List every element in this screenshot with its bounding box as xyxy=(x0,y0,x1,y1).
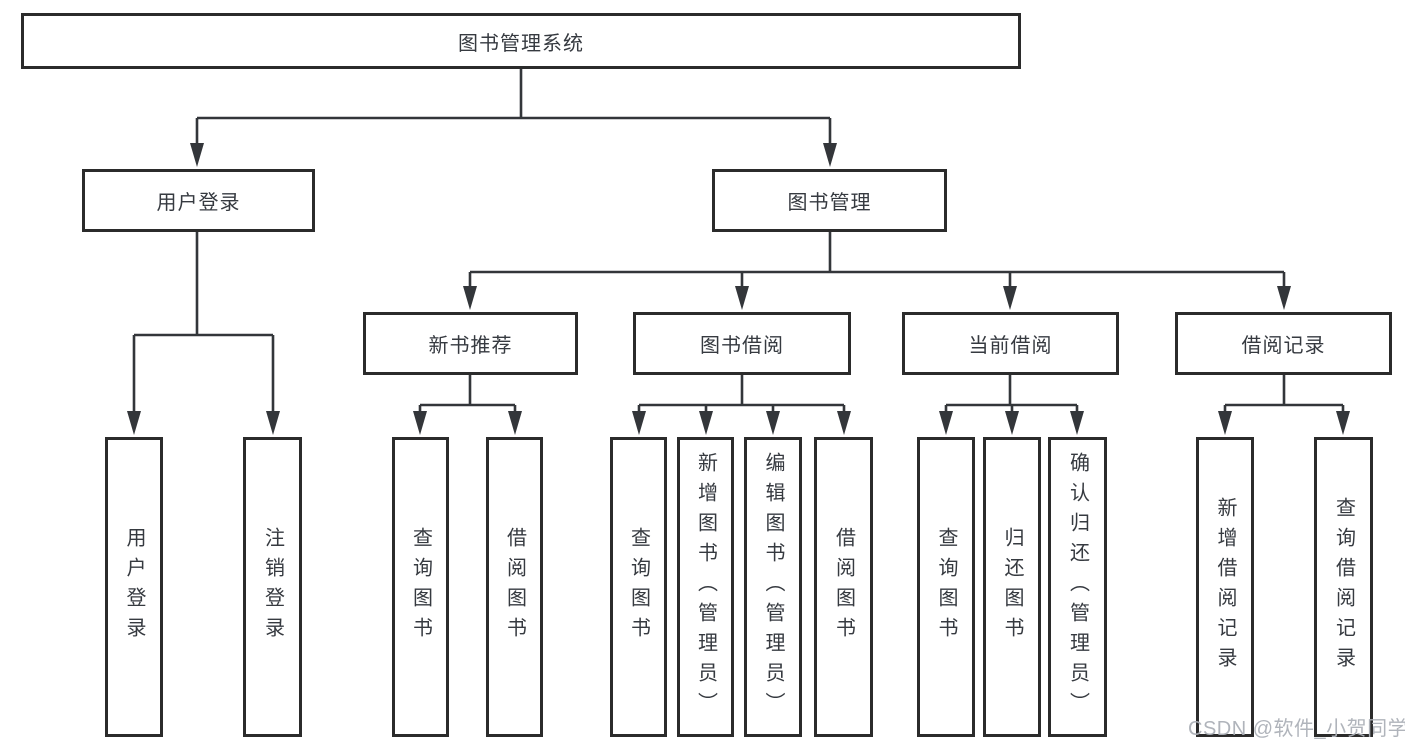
tree-edges xyxy=(132,69,1345,420)
leaf-return-book: 归还图书 xyxy=(983,437,1041,737)
node-borrow-records: 借阅记录 xyxy=(1175,312,1392,375)
node-book-borrow: 图书借阅 xyxy=(633,312,851,375)
node-book-management: 图书管理 xyxy=(712,169,947,232)
node-current-borrow: 当前借阅 xyxy=(902,312,1119,375)
leaf-query-books-current: 查询图书 xyxy=(917,437,975,737)
leaf-logout: 注销登录 xyxy=(243,437,302,737)
watermark: CSDN @软件_小贺同学 xyxy=(1188,718,1405,740)
leaf-borrow-books-recommend: 借阅图书 xyxy=(486,437,543,737)
arrow-down-icons xyxy=(127,143,1350,435)
node-new-book-recommend: 新书推荐 xyxy=(363,312,578,375)
node-user-login: 用户登录 xyxy=(82,169,315,232)
leaf-query-books-borrow: 查询图书 xyxy=(610,437,667,737)
leaf-add-borrow-record: 新增借阅记录 xyxy=(1196,437,1254,737)
leaf-query-books-recommend: 查询图书 xyxy=(392,437,449,737)
node-library-system: 图书管理系统 xyxy=(21,13,1021,69)
leaf-query-borrow-record: 查询借阅记录 xyxy=(1314,437,1373,737)
leaf-borrow-books-2: 借阅图书 xyxy=(814,437,873,737)
leaf-edit-book-admin: 编辑图书（管理员） xyxy=(744,437,802,737)
leaf-confirm-return-admin: 确认归还（管理员） xyxy=(1048,437,1107,737)
leaf-user-login: 用户登录 xyxy=(105,437,163,737)
leaf-add-book-admin: 新增图书（管理员） xyxy=(677,437,734,737)
